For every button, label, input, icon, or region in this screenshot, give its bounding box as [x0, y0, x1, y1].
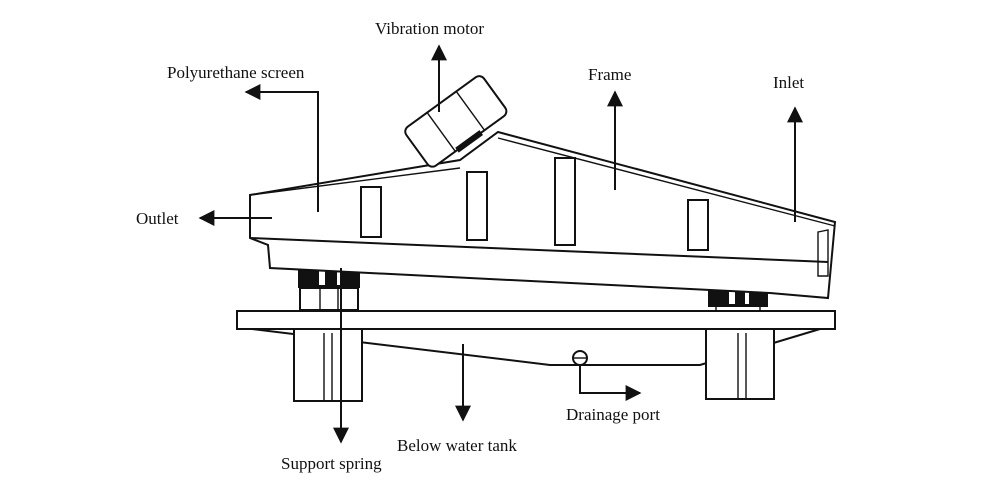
label-inlet: Inlet [773, 73, 805, 92]
drainage-port-arrow [579, 365, 642, 401]
label-polyurethane-screen: Polyurethane screen [167, 63, 305, 82]
polyurethane-screen-arrow [244, 84, 319, 212]
screen-frame [249, 130, 837, 300]
label-drainage-port: Drainage port [566, 405, 660, 424]
label-outlet: Outlet [136, 209, 179, 228]
drainage-port [572, 350, 588, 366]
water-tank [236, 310, 836, 402]
leaders [198, 44, 803, 444]
label-frame: Frame [588, 65, 632, 84]
label-vibration-motor: Vibration motor [375, 19, 484, 38]
label-support-spring: Support spring [281, 454, 382, 473]
label-below-water-tank: Below water tank [397, 436, 517, 455]
vibration-motor [404, 75, 508, 168]
